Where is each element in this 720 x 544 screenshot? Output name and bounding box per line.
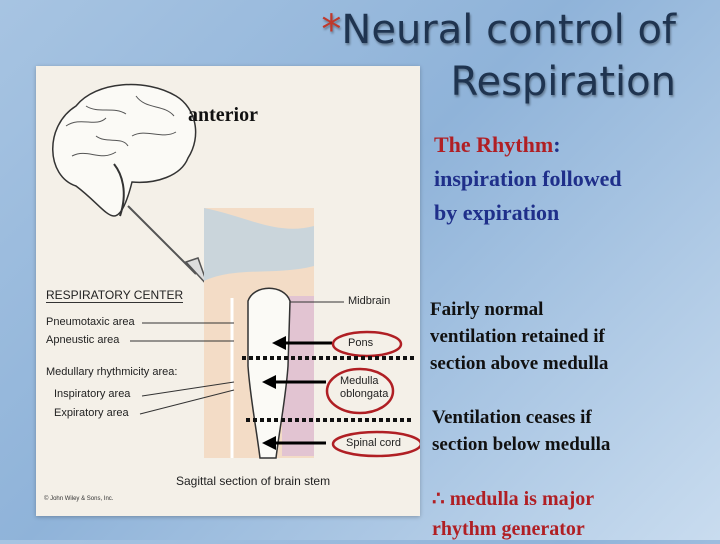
- title-marker: *: [321, 7, 342, 53]
- spinal-cord-highlight: [331, 430, 420, 458]
- pointer-line: [127, 205, 197, 275]
- note-below-line-2: section below medulla: [432, 434, 611, 455]
- note-above-line-3: section above medulla: [430, 353, 609, 374]
- medullary-label: Medullary rhythmicity area:: [46, 366, 178, 378]
- rhythm-term: The Rhythm: [434, 132, 554, 157]
- medulla-label-line-2: oblongata: [340, 388, 389, 400]
- title-line-1: Neural control of: [341, 7, 676, 53]
- title-line-2: Respiration: [450, 59, 676, 105]
- leader-expiratory: [139, 389, 235, 415]
- pointer-arrowhead: [184, 257, 209, 287]
- note-section-below: Ventilation ceases if section below medu…: [432, 404, 610, 458]
- rhythm-colon: :: [553, 132, 561, 157]
- conclusion-text: ∴ medulla is major rhythm generator: [432, 484, 594, 544]
- brain-outline: [52, 83, 197, 217]
- note-section-above: Fairly normal ventilation retained if se…: [430, 296, 608, 377]
- expiratory-label: Expiratory area: [54, 407, 129, 419]
- medulla-arrowhead: [262, 375, 276, 389]
- anterior-label: anterior: [188, 104, 258, 126]
- pons-arrowhead: [272, 336, 286, 350]
- leader-inspiratory: [141, 381, 235, 397]
- respiratory-center-heading: RESPIRATORY CENTER: [46, 288, 184, 303]
- note-above-line-2: ventilation retained if: [430, 326, 605, 347]
- brainstem-sketch: [113, 163, 125, 217]
- note-below-line-1: Ventilation ceases if: [432, 407, 592, 428]
- slide-title: *Neural control of Respiration: [321, 4, 676, 108]
- rhythm-line-2: inspiration followed: [434, 166, 622, 191]
- pons-highlight: [331, 330, 403, 358]
- ventricle-area: [204, 208, 314, 281]
- apneustic-label: Apneustic area: [46, 334, 120, 346]
- rhythm-line-3: by expiration: [434, 200, 560, 225]
- note-above-line-1: Fairly normal: [430, 299, 544, 320]
- medulla-label-line-1: Medulla: [340, 375, 379, 387]
- figure-credit: © John Wiley & Sons, Inc.: [44, 496, 114, 502]
- brain-illustration: [52, 83, 420, 459]
- brain-gyri: [65, 95, 177, 157]
- spinal-arrowhead: [262, 436, 276, 450]
- pons-label: Pons: [348, 337, 374, 349]
- inspiratory-label: Inspiratory area: [54, 388, 131, 400]
- conclusion-line-1: ∴ medulla is major: [432, 488, 595, 510]
- rhythm-description: The Rhythm: inspiration followed by expi…: [434, 128, 622, 230]
- pneumotaxic-label: Pneumotaxic area: [46, 316, 135, 328]
- brain-stem-figure: anterior RESPIRATORY CENTER Pneumotaxic …: [36, 66, 420, 516]
- medulla-highlight: [325, 367, 395, 415]
- conclusion-line-2: rhythm generator: [432, 518, 585, 540]
- midbrain-label: Midbrain: [348, 295, 391, 307]
- spinal-cord-label: Spinal cord: [346, 437, 402, 449]
- figure-caption: Sagittal section of brain stem: [176, 474, 331, 488]
